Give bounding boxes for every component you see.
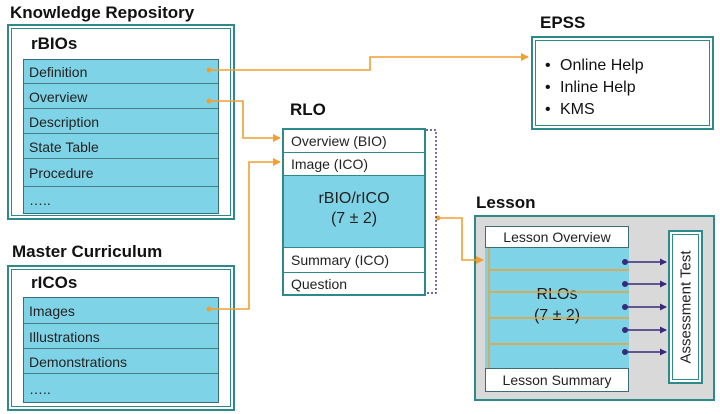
epss-frame: • Online Help • Inline Help • KMS	[531, 36, 714, 130]
rlo-title: RLO	[290, 100, 326, 119]
lesson-rlos-line2: (7 ± 2)	[533, 307, 581, 324]
epss-item-online-help: Online Help	[560, 57, 644, 74]
rlo-row-overview: Overview (BIO)	[284, 130, 424, 153]
lesson-summary-box: Lesson Summary	[485, 368, 629, 392]
epss-item-inline-help: Inline Help	[560, 79, 636, 96]
epss-bullet-icon: •	[545, 101, 551, 118]
lesson-rlos-line1: RLOs	[536, 286, 578, 303]
connector-rlo-to-lesson	[438, 217, 484, 264]
epss-bullet-icon: •	[545, 57, 551, 74]
assessment-test-box: Assessment Test	[668, 230, 703, 384]
rbios-title: rBIOs	[31, 34, 78, 53]
lesson-overview-box: Lesson Overview	[485, 226, 629, 248]
rico-item-demonstrations: Demonstrations	[24, 350, 218, 374]
rbios-list: Definition Overview Description State Ta…	[23, 59, 219, 214]
rbio-item-procedure: Procedure	[24, 160, 218, 187]
rbio-item-overview: Overview	[24, 85, 218, 109]
rbio-item-more: …..	[29, 192, 51, 208]
rlo-row-image: Image (ICO)	[284, 153, 424, 176]
epss-title: EPSS	[540, 13, 586, 32]
rico-item-images: Images	[24, 298, 218, 324]
epss-item-kms: KMS	[560, 101, 595, 118]
rico-item-more: …..	[29, 381, 51, 397]
epss-bullet-icon: •	[545, 79, 551, 96]
rlo-center-line1: rBIO/rICO	[318, 190, 390, 207]
rlo-row-summary: Summary (ICO)	[284, 248, 424, 273]
lesson-title: Lesson	[476, 193, 536, 212]
knowledge-repository-title: Knowledge Repository	[10, 3, 195, 22]
ricos-title: rICOs	[31, 273, 78, 292]
rbio-item-definition: Definition	[24, 60, 218, 84]
connector-overview-to-rlo	[209, 100, 281, 142]
lesson-rlos-block: RLOs (7 ± 2)	[485, 248, 629, 368]
connector-images-to-rlo	[209, 158, 281, 310]
connector-definition-to-epss	[209, 53, 529, 71]
rlo-box: Overview (BIO) Image (ICO) rBIO/rICO (7 …	[282, 128, 426, 296]
rico-item-illustrations: Illustrations	[24, 325, 218, 349]
rlo-center-block: rBIO/rICO (7 ± 2)	[284, 176, 424, 248]
rbio-item-description: Description	[24, 110, 218, 134]
rlo-dotted-bracket	[426, 129, 437, 294]
knowledge-repository-frame: rBIOs Definition Overview Description St…	[7, 24, 235, 220]
ricos-list: Images Illustrations Demonstrations …..	[23, 297, 219, 403]
rlo-center-line2: (7 ± 2)	[330, 210, 378, 227]
master-curriculum-title: Master Curriculum	[12, 242, 163, 261]
master-curriculum-frame: rICOs Images Illustrations Demonstration…	[7, 265, 235, 411]
rbio-item-state-table: State Table	[24, 135, 218, 159]
rlo-row-question: Question	[284, 273, 424, 294]
